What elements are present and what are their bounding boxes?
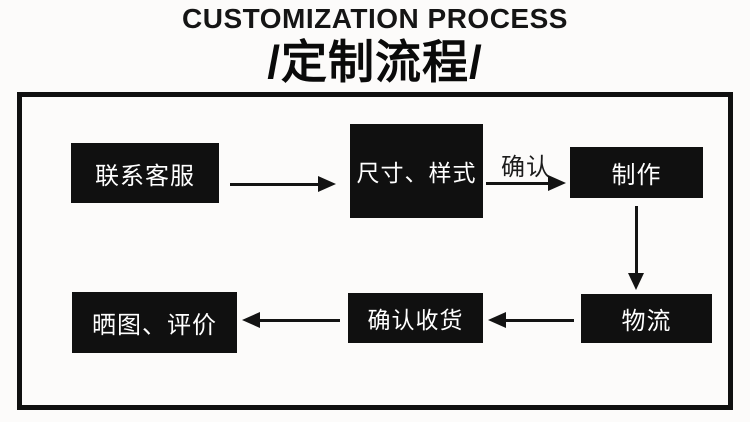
step-logistics: 物流 — [581, 294, 712, 343]
arrowhead-left-icon — [488, 312, 506, 328]
title-chinese: /定制流程/ — [267, 36, 483, 88]
arrow-line — [486, 181, 548, 185]
title-english: CUSTOMIZATION PROCESS — [182, 3, 568, 34]
arrow-line — [634, 206, 638, 273]
arrowhead-left-icon — [242, 312, 260, 328]
arrow-logistics-to-receipt-icon — [488, 312, 574, 328]
arrowhead-right-icon — [548, 175, 566, 191]
arrow-line — [506, 318, 574, 322]
arrow-contact-to-size-icon — [230, 176, 336, 192]
arrowhead-down-icon — [628, 273, 644, 290]
flowchart-frame — [17, 92, 733, 410]
arrow-receipt-to-review-icon — [242, 312, 340, 328]
arrow-label-confirm: 确认 — [501, 154, 551, 181]
arrowhead-right-icon — [318, 176, 336, 192]
step-confirm-receipt: 确认收货 — [348, 293, 483, 343]
step-review-photos: 晒图、评价 — [72, 292, 237, 353]
arrow-line — [230, 182, 318, 186]
step-contact-service: 联系客服 — [71, 143, 219, 203]
step-size-style: 尺寸、样式 — [350, 124, 483, 218]
step-production: 制作 — [570, 147, 703, 198]
arrow-production-to-logistics-icon — [627, 206, 645, 290]
arrow-size-to-production-icon — [486, 175, 566, 191]
arrow-line — [260, 318, 340, 322]
